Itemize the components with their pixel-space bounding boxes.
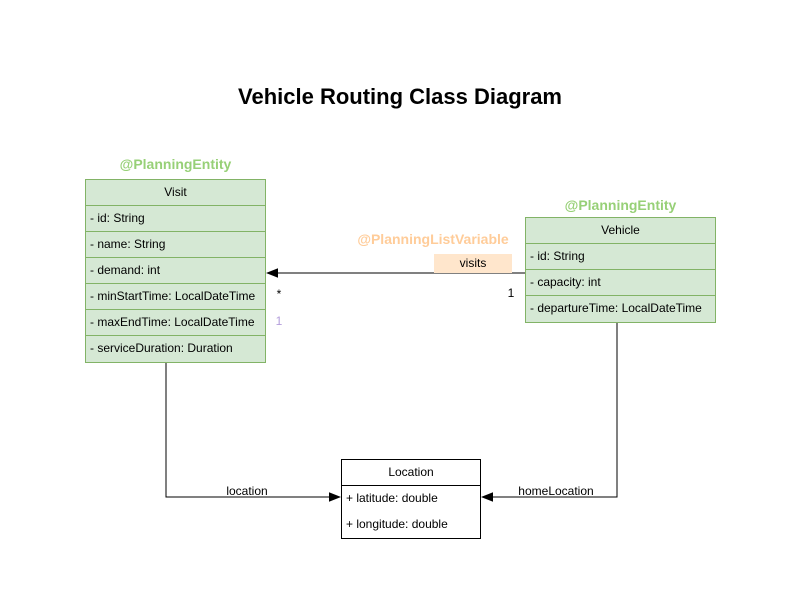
visit-attribute-max-end-time: - maxEndTime: LocalDateTime [86, 310, 265, 336]
location-class[interactable]: Location + latitude: double + longitude:… [341, 459, 481, 539]
orphan-multiplicity-label: 1 [275, 314, 283, 328]
visit-class-name: Visit [86, 180, 265, 206]
visit-attribute-name: - name: String [86, 232, 265, 258]
vehicle-attribute-departure-time: - departureTime: LocalDateTime [530, 301, 702, 315]
visit-attribute-min-start-time: - minStartTime: LocalDateTime [86, 284, 265, 310]
visit-attribute-service-duration: - serviceDuration: Duration [90, 341, 233, 355]
location-attribute-latitude: + latitude: double [346, 491, 438, 505]
visits-multiplicity-star: * [276, 287, 282, 301]
visits-multiplicity-one: 1 [507, 286, 515, 300]
visit-attribute-demand: - demand: int [86, 258, 265, 284]
location-edge-label: location [226, 484, 268, 498]
home-location-edge-line[interactable] [492, 323, 618, 498]
visit-attribute-id: - id: String [86, 206, 265, 232]
visits-edge-arrowhead [266, 268, 278, 278]
home-location-edge-arrowhead [481, 492, 493, 502]
vehicle-planning-entity-annotation: @PlanningEntity [564, 197, 677, 213]
vehicle-attribute-id: - id: String [526, 244, 715, 270]
planning-list-variable-annotation: @PlanningListVariable [357, 231, 509, 247]
location-class-name: Location [342, 460, 480, 486]
vehicle-class[interactable]: Vehicle - id: String - capacity: int - d… [525, 217, 716, 323]
vehicle-class-name: Vehicle [526, 218, 715, 244]
location-attribute-longitude: + longitude: double [346, 517, 448, 531]
location-edge-arrowhead [329, 492, 341, 502]
visits-edge-label[interactable]: visits [434, 254, 512, 273]
home-location-edge-label: homeLocation [518, 484, 594, 498]
diagram-title: Vehicle Routing Class Diagram [238, 84, 562, 109]
location-edge-line[interactable] [165, 362, 330, 498]
visit-planning-entity-annotation: @PlanningEntity [119, 156, 232, 172]
visit-class[interactable]: Visit - id: String - name: String - dema… [85, 179, 266, 363]
vehicle-attribute-capacity: - capacity: int [526, 270, 715, 296]
